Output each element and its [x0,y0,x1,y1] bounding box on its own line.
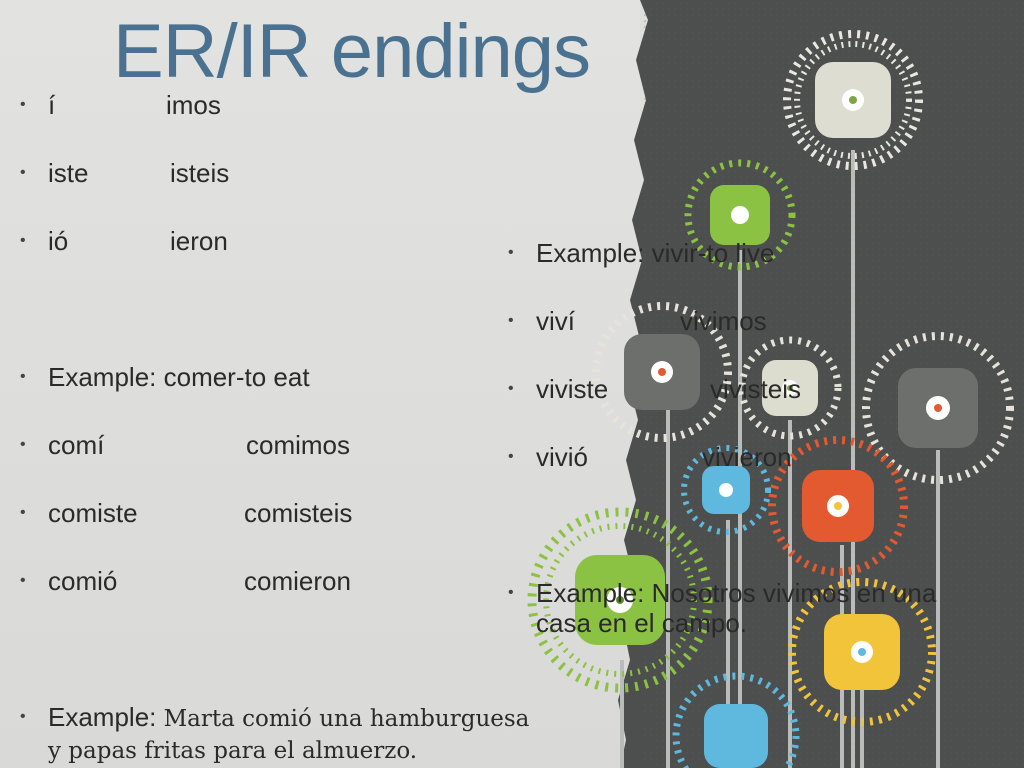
flower-grey-right [862,332,1014,484]
ending-stem: í [48,90,56,120]
comer-row-1: comí comimos [20,430,350,460]
comer-row-3: comió comieron [20,566,351,596]
ending-stem: ió [48,226,69,256]
sentence-line-2: casa en el campo. [536,608,748,638]
comer-stem: comí [48,430,105,460]
flower-cream-middle [738,336,842,440]
vivir-sentence: Example: Nosotros vivimos en una casa en… [508,578,1006,638]
comer-stem: comió [48,566,118,596]
ending-plural: isteis [170,158,230,188]
vivir-row-2: viviste vivisteis [508,374,801,404]
vivir-plural: vivisteis [710,374,802,404]
comer-example: Example: comer-to eat [20,362,310,392]
vivir-stem: viviste [536,374,609,404]
sentence-line-1: Marta comió una hamburguesa [163,706,530,732]
flower-blue [681,445,771,535]
comer-plural: comieron [244,566,351,596]
flower-blue-bottom [672,672,800,768]
slide-title: ER/IR endings [113,9,591,94]
vivir-row-1: viví vivimos [508,306,767,336]
ending-row-2: iste isteis [20,158,230,188]
sentence-label: Example: [48,702,157,732]
sentence-line-1: Example: Nosotros vivimos en una [536,578,937,608]
ending-plural: ieron [170,226,228,256]
flower-white-top [783,30,923,170]
ending-row-3: ió ieron [20,226,228,256]
vivir-plural: vivieron [702,442,792,472]
ending-plural: imos [166,90,221,120]
comer-stem: comiste [48,498,138,528]
flower-orange [768,436,908,576]
comer-sentence: Example: Marta comió una hamburguesa y p… [20,702,588,766]
comer-plural: comimos [246,430,351,460]
ending-row-1: í imos [19,90,221,120]
vivir-stem: vivió [536,442,589,472]
sentence-line-2: y papas fritas para el almuerzo. [48,738,418,764]
vivir-stem: viví [536,306,575,336]
vivir-example: Example: vivir-to live [508,238,774,268]
flower-grey-left [592,302,732,442]
comer-plural: comisteis [244,498,353,528]
ending-stem: iste [48,158,89,188]
comer-row-2: comiste comisteis [20,498,352,528]
vivir-row-3: vivió vivieron [508,442,792,472]
vivir-plural: vivimos [680,306,767,336]
